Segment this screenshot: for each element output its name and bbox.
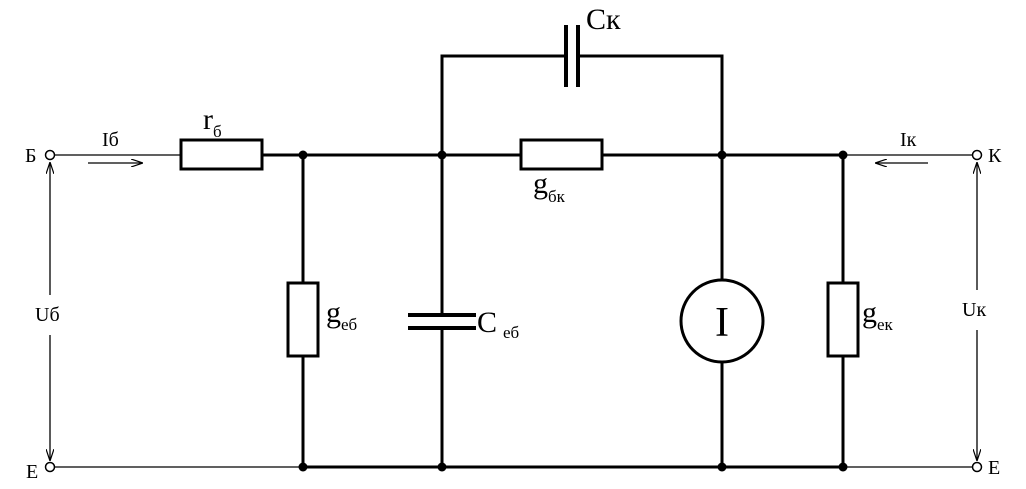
gek-label: gек xyxy=(862,296,894,334)
resistor-gek xyxy=(826,281,860,358)
terminal-label-emitter-left: Е xyxy=(26,461,38,483)
wires xyxy=(55,54,972,469)
wire-ck-loop-right xyxy=(576,54,724,157)
resistor-gbk xyxy=(519,138,604,171)
resistor-rb xyxy=(179,138,264,171)
rb-label: rб xyxy=(203,103,222,141)
terminal-label-emitter-right: Е xyxy=(988,457,1000,479)
terminal-label-base: Б xyxy=(25,145,36,167)
resistor-geb xyxy=(286,281,320,358)
terminal-label-collector: К xyxy=(988,145,1002,167)
current-source xyxy=(679,278,765,364)
current-source-label: I xyxy=(715,300,729,346)
terminal-emitter-left xyxy=(44,461,56,473)
terminal-collector xyxy=(971,149,983,161)
capacitor-ceb xyxy=(408,313,476,330)
base-current-label: Iб xyxy=(102,129,119,151)
collector-current-label: Iк xyxy=(900,129,917,151)
capacitor-ck xyxy=(564,25,580,87)
terminal-base xyxy=(44,149,56,161)
wire-ck-loop-left xyxy=(440,54,568,157)
junctions xyxy=(298,150,848,472)
base-voltage-label: Uб xyxy=(35,304,60,326)
gbk-label: gбк xyxy=(533,167,566,206)
geb-label: gеб xyxy=(326,296,357,334)
ck-label: Cк xyxy=(586,3,621,36)
terminal-emitter-right xyxy=(971,461,983,473)
collector-voltage-label: Uк xyxy=(962,299,986,321)
